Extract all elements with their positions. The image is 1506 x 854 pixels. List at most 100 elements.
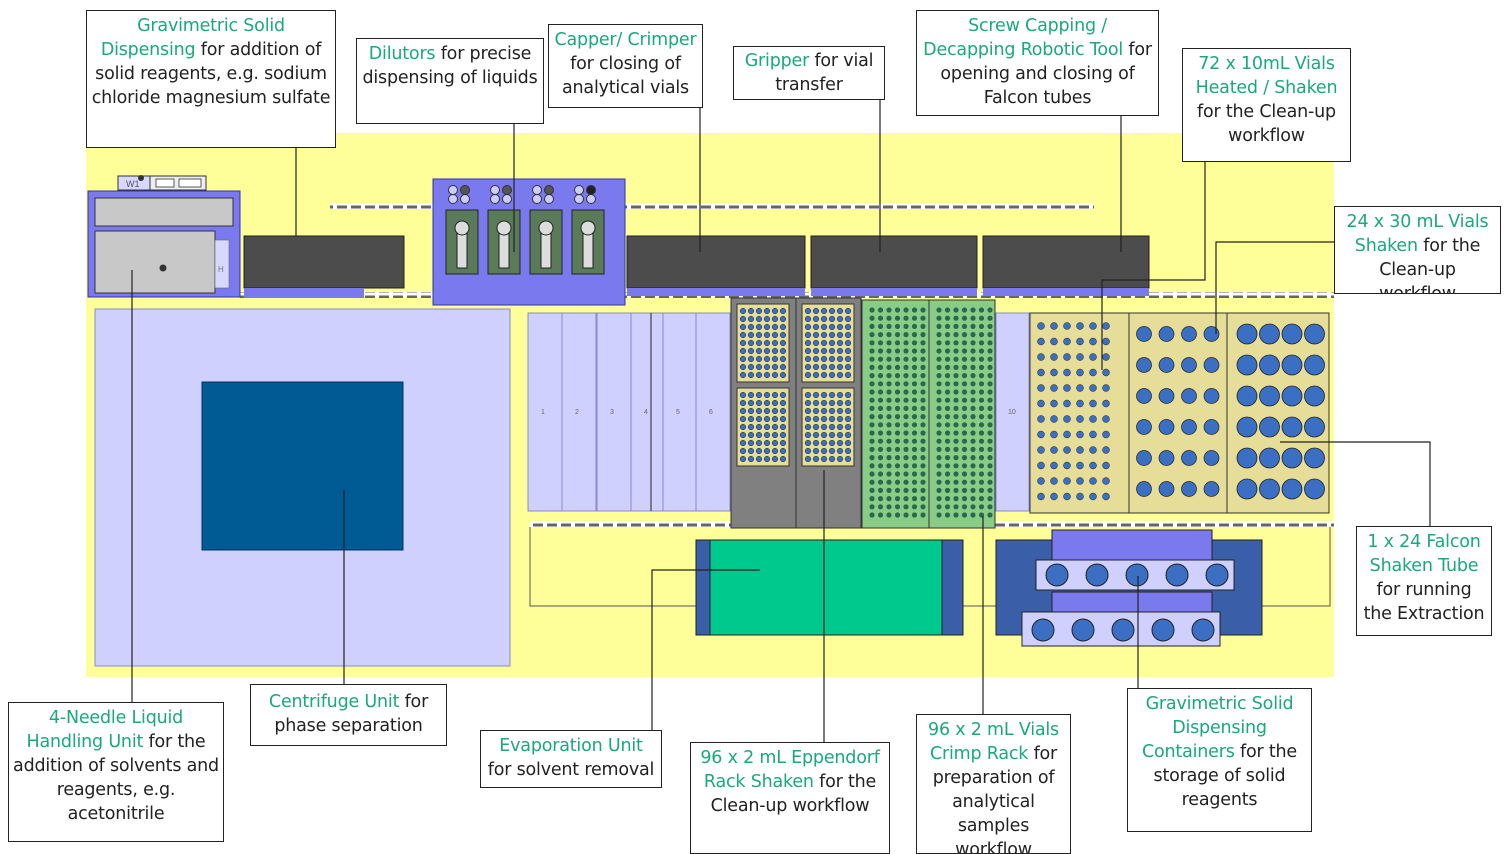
eppendorf-vial bbox=[828, 439, 836, 447]
callout-72-vials: 72 x 10mL Vials Heated / Shaken for the … bbox=[1182, 48, 1351, 162]
crimp-rack bbox=[861, 299, 996, 529]
crimp-vial bbox=[920, 397, 926, 403]
crimp-vial bbox=[886, 373, 892, 379]
crimp-vial bbox=[886, 504, 892, 510]
crimp-vial bbox=[920, 471, 926, 477]
crimp-vial bbox=[869, 512, 875, 518]
falcon-tube bbox=[1281, 447, 1303, 469]
crimp-vial bbox=[911, 332, 918, 338]
eppendorf-vial bbox=[836, 415, 844, 423]
eppendorf-vial bbox=[779, 339, 787, 347]
crimp-vial bbox=[953, 307, 959, 313]
crimp-vial bbox=[920, 455, 926, 461]
crimp-vial bbox=[936, 315, 942, 321]
falcon-tube bbox=[1236, 323, 1258, 345]
eppendorf-vial bbox=[771, 307, 779, 315]
eppendorf-vial bbox=[779, 347, 787, 355]
crimp-vial bbox=[936, 389, 942, 395]
eppendorf-vial bbox=[747, 323, 755, 331]
vial-10ml bbox=[1037, 353, 1045, 361]
slot-number: 3 bbox=[610, 409, 614, 416]
crimp-vial bbox=[920, 315, 926, 321]
crimp-vial bbox=[877, 307, 884, 313]
crimp-vial bbox=[903, 504, 909, 510]
eppendorf-vial bbox=[747, 399, 755, 407]
eppendorf-vial bbox=[747, 315, 755, 323]
eppendorf-vial bbox=[779, 315, 787, 323]
crimp-vial bbox=[936, 323, 942, 329]
callout-gripper: Gripper for vial transfer bbox=[733, 46, 885, 100]
crimp-vial bbox=[920, 332, 926, 338]
crimp-vial bbox=[936, 455, 942, 461]
crimp-vial bbox=[970, 323, 976, 329]
crimp-vial bbox=[953, 364, 959, 370]
eppendorf-vial bbox=[812, 391, 820, 399]
screw-capping-tray bbox=[982, 235, 1150, 296]
crimp-vial bbox=[953, 381, 959, 387]
eppendorf-vial bbox=[771, 391, 779, 399]
eppendorf-vial bbox=[844, 323, 852, 331]
eppendorf-vial bbox=[755, 439, 763, 447]
crimp-vial bbox=[970, 446, 976, 452]
eppendorf-vial bbox=[747, 371, 755, 379]
eppendorf-vial bbox=[812, 371, 820, 379]
eppendorf-vial bbox=[739, 363, 747, 371]
crimp-vial bbox=[944, 487, 951, 493]
vial-10ml bbox=[1089, 322, 1097, 330]
falcon-tube bbox=[1259, 323, 1280, 345]
crimp-vial bbox=[936, 307, 942, 313]
eppendorf-vial bbox=[763, 439, 771, 447]
vial-10ml bbox=[1050, 322, 1058, 330]
crimp-vial bbox=[970, 471, 976, 477]
vial-10ml bbox=[1037, 322, 1045, 330]
crimp-vial bbox=[877, 446, 884, 452]
crimp-vial bbox=[920, 479, 926, 485]
eppendorf-vial bbox=[771, 339, 779, 347]
vial-30ml bbox=[1203, 419, 1220, 435]
crimp-vial bbox=[903, 323, 909, 329]
crimp-vial bbox=[970, 422, 976, 428]
crimp-vial bbox=[877, 373, 884, 379]
eppendorf-vial bbox=[771, 447, 779, 455]
crimp-vial bbox=[936, 405, 942, 411]
vial-10ml bbox=[1063, 461, 1071, 470]
crimp-vial bbox=[877, 438, 884, 444]
vial-10ml bbox=[1037, 384, 1045, 392]
crimp-vial bbox=[886, 364, 892, 370]
crimp-vial bbox=[886, 479, 892, 485]
crimp-vial bbox=[894, 471, 901, 477]
dilutor-port bbox=[586, 194, 596, 204]
crimp-vial bbox=[920, 389, 926, 395]
eppendorf-vial bbox=[755, 371, 763, 379]
falcon-tube bbox=[1236, 385, 1258, 407]
crimp-vial bbox=[987, 504, 993, 510]
crimp-vial bbox=[877, 397, 884, 403]
crimp-vial bbox=[903, 364, 909, 370]
eppendorf-vial bbox=[812, 455, 820, 463]
vial-10ml bbox=[1063, 368, 1071, 377]
eppendorf-vial bbox=[820, 455, 828, 463]
vial-10ml bbox=[1050, 446, 1058, 454]
dispensing-container bbox=[1165, 563, 1189, 587]
vial-10ml bbox=[1050, 384, 1058, 392]
vial-10ml bbox=[1089, 399, 1097, 408]
eppendorf-vial bbox=[763, 339, 771, 347]
crimp-vial bbox=[903, 348, 909, 354]
crimp-vial bbox=[978, 397, 985, 403]
eppendorf-vial bbox=[763, 331, 771, 339]
crimp-vial bbox=[961, 512, 968, 518]
eppendorf-vial bbox=[763, 307, 771, 315]
dispensing-container bbox=[1191, 618, 1215, 642]
eppendorf-vial bbox=[804, 431, 812, 439]
crimp-vial bbox=[953, 332, 959, 338]
eppendorf-vial bbox=[844, 407, 852, 415]
crimp-vial bbox=[911, 414, 918, 420]
crimp-vial bbox=[920, 463, 926, 469]
crimp-vial bbox=[953, 389, 959, 395]
crimp-vial bbox=[869, 364, 875, 370]
crimp-vial bbox=[961, 471, 968, 477]
crimp-vial bbox=[961, 455, 968, 461]
vial-30ml bbox=[1158, 326, 1175, 342]
eppendorf-vial bbox=[804, 399, 812, 407]
crimp-vial bbox=[961, 323, 968, 329]
